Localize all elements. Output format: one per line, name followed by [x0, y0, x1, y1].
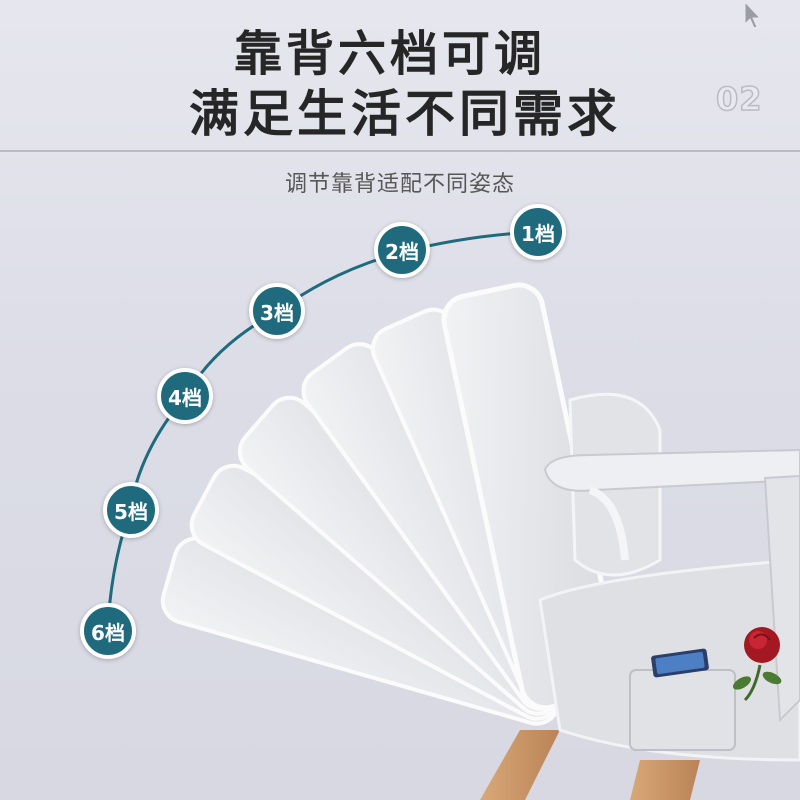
page-number: 02 — [715, 79, 763, 119]
subtitle: 调节靠背适配不同姿态 — [284, 172, 515, 197]
level-badge-2: 2档 — [374, 222, 430, 278]
level-badge-3: 3档 — [249, 283, 305, 339]
level-badge-4: 4档 — [157, 368, 213, 424]
level-badge-1: 1档 — [510, 204, 566, 260]
divider-line — [0, 150, 800, 152]
wooden-legs — [480, 730, 700, 800]
side-pocket — [629, 669, 736, 751]
headline-line-1: 靠背六档可调 — [233, 26, 546, 82]
rose-icon — [732, 627, 782, 702]
cursor-icon — [744, 0, 762, 29]
phone-icon — [651, 648, 709, 678]
armrest — [543, 448, 800, 723]
level-badge-5: 5档 — [103, 482, 159, 538]
level-badge-6: 6档 — [80, 603, 136, 659]
headline-line-2: 满足生活不同需求 — [189, 85, 621, 143]
